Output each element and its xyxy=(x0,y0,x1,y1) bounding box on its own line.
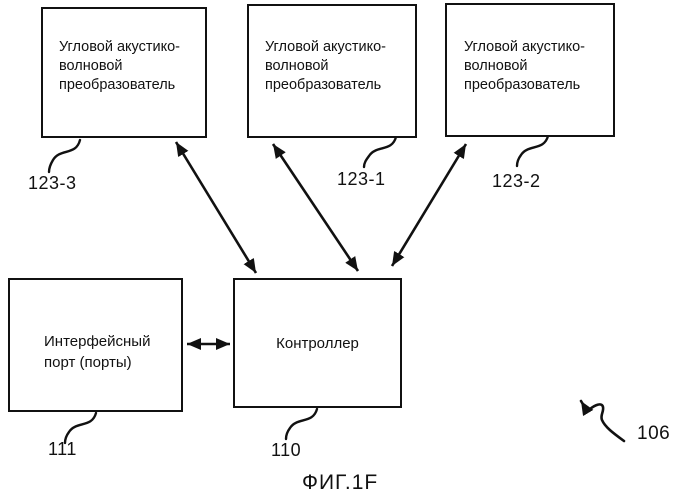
system-pointer-arrow xyxy=(579,399,626,443)
arrow-controller-transducer-right xyxy=(390,143,468,267)
leader-110 xyxy=(284,407,319,441)
ref-label-interface-port: 111 xyxy=(48,439,77,459)
box-interface-port-label: Интерфейсный порт (порты) xyxy=(44,333,151,371)
leader-123-1 xyxy=(362,135,398,169)
ref-label-controller: 110 xyxy=(271,440,302,460)
leader-123-2 xyxy=(515,134,550,168)
ref-label-transducer-middle: 123-1 xyxy=(337,169,386,189)
leader-123-3 xyxy=(47,138,82,174)
box-transducer-left: Угловой акустико-волновой преобразовател… xyxy=(41,7,207,138)
arrow-controller-transducer-middle xyxy=(271,143,360,272)
box-transducer-middle-label: Угловой акустико-волновой преобразовател… xyxy=(265,39,386,93)
ref-label-transducer-right: 123-2 xyxy=(492,171,541,191)
box-transducer-right: Угловой акустико-волновой преобразовател… xyxy=(445,3,615,137)
box-transducer-left-label: Угловой акустико-волновой преобразовател… xyxy=(59,39,180,93)
box-interface-port: Интерфейсный порт (порты) xyxy=(8,278,183,412)
figure-caption: ФИГ.1F xyxy=(302,471,379,494)
arrow-controller-transducer-left xyxy=(174,141,258,274)
ref-label-transducer-left: 123-3 xyxy=(28,173,77,193)
box-transducer-middle: Угловой акустико-волновой преобразовател… xyxy=(247,4,417,138)
box-controller-label: Контроллер xyxy=(276,334,359,352)
box-transducer-right-label: Угловой акустико-волновой преобразовател… xyxy=(464,39,585,93)
box-controller: Контроллер xyxy=(233,278,402,408)
ref-label-system: 106 xyxy=(637,423,671,444)
